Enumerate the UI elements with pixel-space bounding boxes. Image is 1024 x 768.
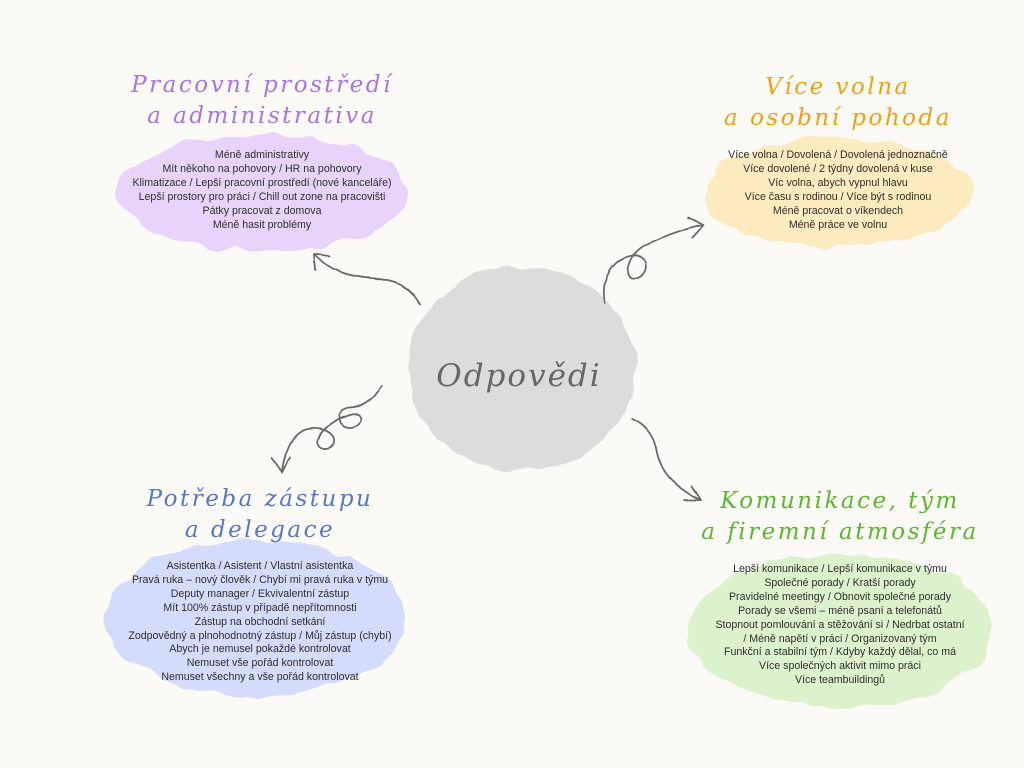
blob-bottom-right: [688, 552, 992, 708]
list-item: Více teambuildingů: [794, 674, 886, 687]
arrow-to-top-right: [603, 217, 705, 304]
branch-title-bottom-right: Komunikace, tým a firemní atmosféra: [677, 486, 1003, 548]
list-item: Pravidelné meetingy / Obnovit společné p…: [728, 590, 951, 603]
list-item: Nemuset všechny a vše pořád kontrolovat: [161, 671, 359, 684]
branch-title-top-left-line1: Pracovní prostředí: [131, 72, 393, 98]
list-item: Více společných aktivit mimo práci: [759, 660, 921, 673]
branch-title-top-right-line1: Více volna: [765, 74, 911, 100]
branch-title-top-right-line2: a osobní pohoda: [724, 105, 952, 131]
list-item: Víc volna, abych vypnul hlavu: [768, 176, 908, 189]
list-item: Stopnout pomlouvání a stěžování si / Ned…: [715, 618, 965, 631]
list-item: Klimatizace / Lepší pracovní prostředí (…: [132, 176, 392, 189]
list-item: Méně pracovat o víkendech: [772, 204, 904, 217]
branch-title-bottom-left: Potřeba zástupu a delegace: [110, 484, 410, 546]
center-label: Odpovědi: [436, 358, 602, 394]
blob-top-left: [116, 135, 408, 251]
branch-title-top-left-line2: a administrativa: [147, 103, 377, 129]
blob-top-right: [704, 138, 972, 248]
branch-list-top-right: Více volna / Dovolená / Dovolená jednozn…: [688, 149, 988, 232]
list-item: Porady se všemi – méně psaní a telefonát…: [738, 604, 942, 617]
list-item: Deputy manager / Ekvivalentní zástup: [170, 587, 350, 600]
list-item: Pátky pracovat z domova: [202, 204, 322, 217]
list-item: / Méně napětí v práci / Organizovaný tým: [743, 632, 937, 645]
list-item: Nemuset vše pořád kontrolovat: [186, 657, 334, 670]
list-item: Méně práce ve volnu: [788, 218, 888, 231]
center-node: [408, 267, 636, 471]
list-item: Mít někoho na pohovory / HR na pohovory: [162, 162, 362, 175]
arrow-to-bottom-left: [271, 385, 383, 473]
list-item: Zástup na obchodní setkání: [194, 615, 326, 628]
branch-title-bottom-left-line2: a delegace: [184, 517, 336, 543]
blob-bottom-left: [105, 540, 405, 696]
list-item: Pravá ruka – nový člověk / Chybí mi prav…: [131, 573, 389, 586]
list-item: Abych je nemusel pokaždé kontrolovat: [169, 643, 351, 656]
list-item: Společné porady / Kratší porady: [764, 576, 916, 589]
arrow-to-top-left: [313, 253, 421, 306]
list-item: Více času s rodinou / Více být s rodinou: [744, 190, 932, 203]
list-item: Více volna / Dovolená / Dovolená jednozn…: [728, 149, 948, 161]
branch-list-top-left: Méně administrativy Mít někoho na pohovo…: [112, 149, 412, 232]
branch-title-bottom-right-line2: a firemní atmosféra: [701, 519, 979, 545]
arrow-to-bottom-right: [631, 418, 702, 501]
branch-title-top-left: Pracovní prostředí a administrativa: [112, 70, 412, 132]
branch-title-bottom-right-line1: Komunikace, tým: [720, 488, 960, 514]
list-item: Funkční a stabilní tým / Kdyby každý děl…: [724, 646, 956, 659]
list-item: Asistentka / Asistent / Vlastní asistent…: [166, 560, 354, 572]
branch-list-bottom-right: Lepší komunikace / Lepší komunikace v tý…: [690, 563, 990, 688]
list-item: Méně administrativy: [214, 149, 310, 161]
list-item: Zodpovědný a plnohodnotný zástup / Můj z…: [128, 629, 392, 642]
branch-title-top-right: Více volna a osobní pohoda: [688, 72, 988, 134]
list-item: Méně hasit problémy: [212, 218, 312, 231]
list-item: Více dovolené / 2 týdny dovolená v kuse: [743, 162, 933, 175]
branch-list-bottom-left: Asistentka / Asistent / Vlastní asistent…: [110, 560, 410, 685]
list-item: Mít 100% zástup v případě nepřítomnosti: [163, 601, 357, 614]
branch-title-bottom-left-line1: Potřeba zástupu: [146, 486, 374, 512]
list-item: Lepší komunikace / Lepší komunikace v tý…: [733, 563, 947, 575]
list-item: Lepší prostory pro práci / Chill out zon…: [138, 190, 386, 203]
